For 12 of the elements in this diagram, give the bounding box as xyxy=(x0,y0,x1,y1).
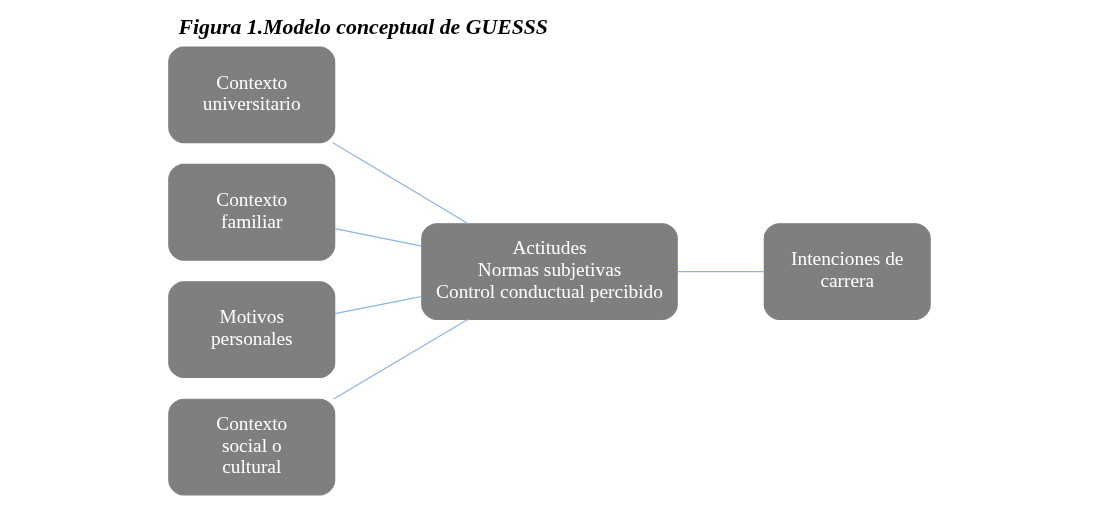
connector xyxy=(332,142,469,225)
node-box: Actitudes Normas subjetivas Control conductual percibido xyxy=(421,223,678,320)
connector xyxy=(676,270,765,273)
node-box: Intenciones de carrera xyxy=(763,223,931,320)
node-box: Motivos personales xyxy=(168,281,336,379)
node-box: Contexto familiar xyxy=(168,163,336,261)
diagram-title: Figura 1.Modelo conceptual de GUESSS xyxy=(178,15,548,40)
connector xyxy=(334,228,422,247)
connector xyxy=(334,295,422,315)
node-box: Contexto universitario xyxy=(168,46,336,144)
node-box: Contexto social o cultural xyxy=(168,398,336,496)
connector xyxy=(333,318,469,400)
